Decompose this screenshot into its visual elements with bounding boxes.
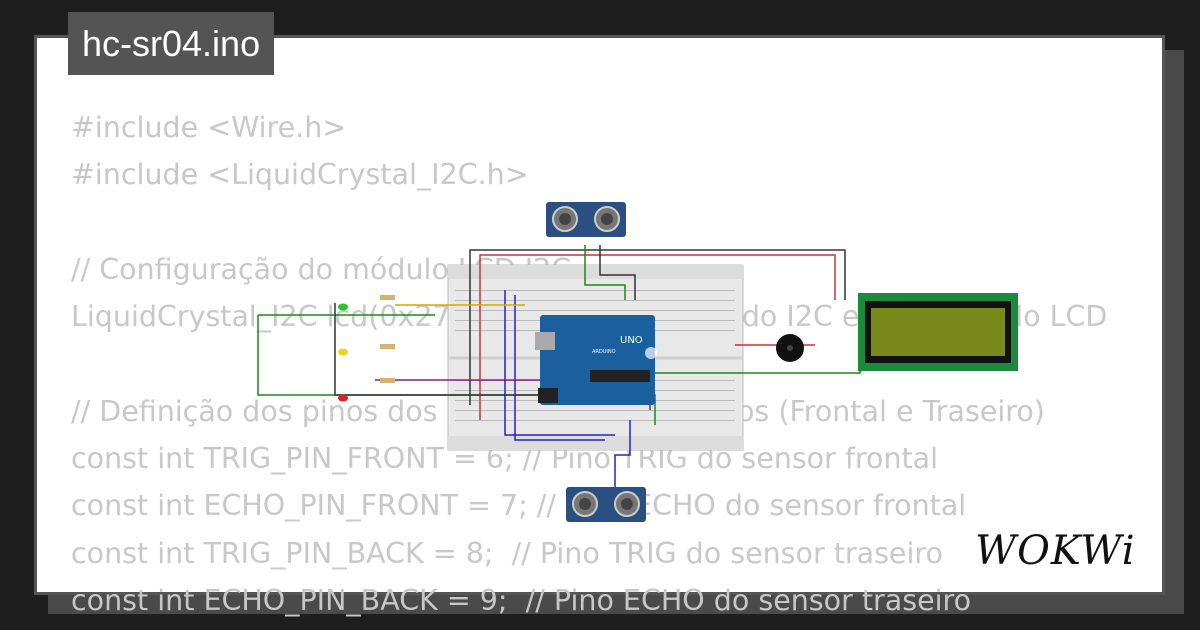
code-line: const int TRIG_PIN_BACK = 8; // Pino TRI…: [71, 536, 943, 570]
lcd-16x2: [858, 293, 1018, 371]
board-label: UNO: [620, 335, 643, 346]
wokwi-logo: WOKWi: [975, 528, 1136, 574]
led-yellow: [338, 348, 348, 356]
ultrasonic-sensor-front: [546, 202, 626, 237]
led-red: [338, 394, 348, 402]
code-line: #include <Wire.h>: [71, 111, 347, 144]
ultrasonic-sensor-back: [566, 487, 646, 522]
code-line: const int ECHO_PIN_BACK = 9; // Pino ECH…: [71, 583, 972, 617]
code-preview: #include <Wire.h> #include <LiquidCrystal…: [71, 104, 1128, 624]
resistor-1: [380, 295, 395, 300]
arduino-uno: UNO ARDUINO: [535, 315, 657, 405]
buzzer: [776, 334, 804, 362]
file-title: hc-sr04.ino: [68, 12, 275, 75]
code-line: #include <LiquidCrystal_I2C.h>: [71, 158, 529, 192]
circuit-diagram: UNO ARDUINO: [257, 202, 1018, 522]
led-green: [338, 303, 348, 311]
resistor-2: [380, 344, 395, 349]
board-brand: ARDUINO: [592, 349, 616, 355]
resistor-3: [380, 378, 395, 383]
